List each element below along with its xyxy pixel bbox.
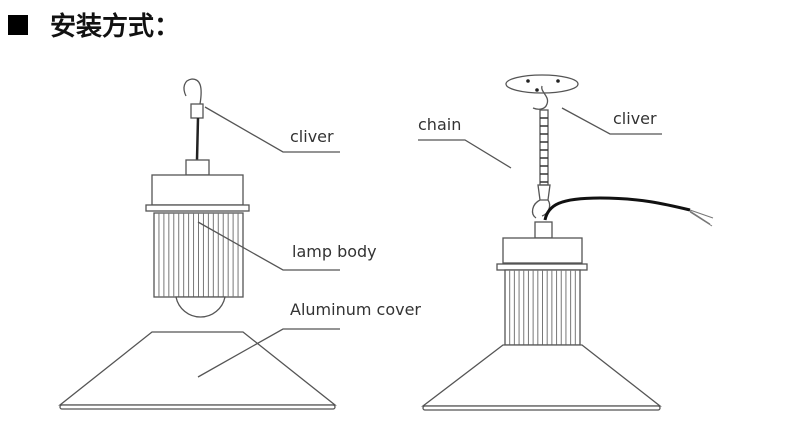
flange [496,263,588,271]
wire [195,117,200,161]
leader-lamp-body [197,221,340,271]
label-aluminum-cover: Aluminum cover [290,300,421,319]
shade [421,344,662,407]
label-chain: chain [418,115,461,134]
lens-dome [175,296,226,318]
label-cliver: cliver [613,109,657,128]
ceiling-hook-icon [532,85,549,110]
connector [534,221,553,239]
leader-cliver [204,106,340,153]
right-lamp: chain cliver [418,74,714,411]
ceiling-plate [505,74,579,94]
shade-rim [422,405,661,411]
section-heading: 安装方式： [8,6,180,43]
aluminum-cover-shade [58,331,337,406]
label-lamp-body: lamp body [292,242,377,261]
hook-icon [183,78,202,105]
power-cable [543,196,691,221]
shade-rim [59,404,336,410]
leader-aluminum-cover [197,328,340,378]
heading-title: 安装方式： [50,12,181,42]
flange [145,204,250,212]
left-lamp: cliver lamp body Aluminum cover [58,78,421,410]
leader-cliver [561,107,662,135]
driver-housing [502,237,583,264]
cable-wires [689,209,714,227]
leader-chain [418,139,512,169]
top-cap [185,159,210,176]
driver-housing [151,174,244,206]
label-cliver: cliver [290,127,334,146]
cliver-connector [190,103,204,119]
square-bullet-icon [8,14,28,35]
